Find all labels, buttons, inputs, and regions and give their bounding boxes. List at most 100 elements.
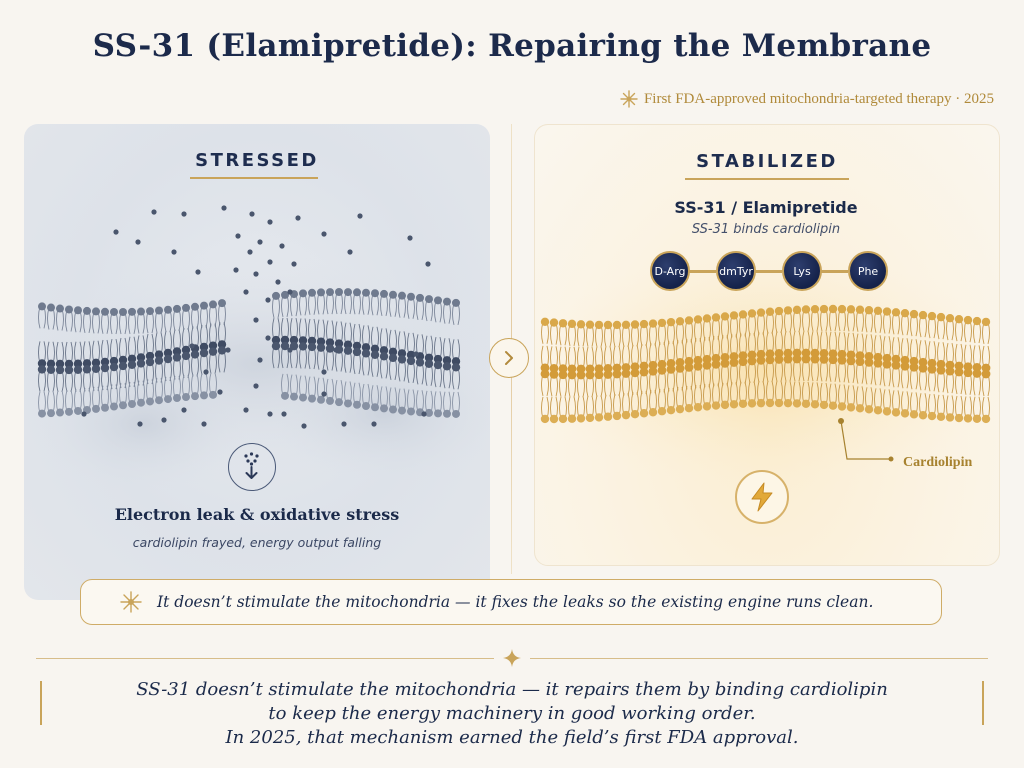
lipid-head	[729, 358, 739, 367]
electron-particle	[151, 209, 157, 215]
lipid-head	[576, 370, 586, 380]
electron-particle	[321, 391, 327, 397]
stabilized-underline	[685, 178, 849, 180]
lipid-head	[783, 354, 793, 364]
lipid-head	[127, 354, 137, 363]
lipid-head	[434, 296, 442, 305]
lipid-head	[585, 370, 595, 380]
lipid-head	[702, 314, 712, 323]
lipid-head	[47, 303, 55, 312]
lipid-head	[630, 368, 640, 378]
lipid-head	[316, 337, 326, 346]
lipid-head	[747, 356, 757, 366]
lipid-head	[397, 355, 407, 364]
electron-particle	[321, 231, 327, 237]
electron-particle	[243, 407, 249, 413]
lipid-head	[711, 313, 721, 322]
lipid-head	[936, 312, 946, 322]
lipid-head	[200, 391, 208, 400]
lipid-head	[172, 353, 182, 362]
lipid-head	[837, 355, 847, 365]
lipid-head	[109, 356, 119, 366]
electron-particle	[267, 259, 273, 265]
peptide-bond	[686, 270, 716, 273]
lipid-head	[362, 402, 370, 411]
electron-particle	[137, 421, 143, 427]
lipid-head	[927, 411, 937, 421]
lipid-head	[675, 317, 685, 326]
electron-particle	[243, 289, 249, 295]
electron-particle	[181, 407, 187, 413]
lipid-head	[298, 336, 308, 345]
lipid-head	[353, 400, 361, 409]
lipid-head	[326, 288, 334, 297]
lipid-head	[325, 344, 335, 353]
lipid-head	[271, 341, 281, 351]
lipid-head	[425, 408, 433, 417]
lipid-head	[380, 404, 388, 413]
lipid-head	[675, 363, 685, 373]
lipid-head	[272, 291, 280, 300]
lipid-head	[100, 357, 110, 367]
lipid-head	[963, 368, 973, 378]
lipid-head	[891, 408, 901, 417]
electron-particle	[217, 389, 223, 395]
lipid-head	[407, 292, 415, 301]
lipid-head	[289, 335, 299, 345]
lipid-head	[379, 346, 389, 355]
footer-rule-right	[530, 658, 988, 659]
lipid-head	[783, 306, 793, 315]
lipid-head	[65, 305, 73, 314]
peptide-bond	[752, 270, 782, 273]
lipid-head	[540, 414, 550, 424]
stress-subcaption: cardiolipin frayed, energy output fallin…	[132, 535, 382, 550]
electron-particle	[135, 239, 141, 245]
lipid-head	[828, 304, 838, 314]
lipid-head	[612, 411, 622, 421]
summary-line-2: to keep the energy machinery in good wor…	[268, 703, 756, 724]
lipid-head	[657, 365, 667, 375]
lipid-head	[56, 408, 64, 417]
lipid-head	[308, 288, 316, 297]
electron-particle	[221, 205, 227, 211]
lipid-head	[55, 359, 65, 369]
lipid-head	[425, 295, 433, 304]
lightning-bolt-icon	[735, 470, 789, 524]
lipid-head	[882, 307, 892, 316]
lipid-head	[73, 365, 83, 374]
star-ornament-icon	[503, 649, 521, 667]
electron-leak-icon	[228, 443, 276, 491]
lipid-head	[549, 369, 559, 379]
lipid-head	[765, 355, 775, 365]
lipid-head	[380, 289, 388, 298]
lipid-head	[37, 365, 47, 374]
lipid-head	[594, 413, 604, 422]
electron-particle	[189, 343, 195, 349]
lipid-head	[801, 354, 811, 364]
lipid-head	[452, 409, 460, 418]
lipid-head	[738, 399, 748, 408]
lipid-head	[137, 307, 145, 316]
lipid-head	[299, 289, 307, 298]
lipid-head	[891, 308, 901, 317]
lipid-head	[648, 408, 658, 417]
lipid-head	[172, 347, 182, 356]
lipid-head	[945, 366, 955, 376]
lipid-head	[388, 353, 398, 363]
lipid-head	[918, 363, 928, 373]
lipid-head	[398, 406, 406, 415]
lipid-head	[199, 348, 209, 358]
summary-line-3: In 2025, that mechanism earned the field…	[225, 727, 799, 748]
lipid-head	[972, 369, 982, 378]
lipid-head	[882, 407, 892, 416]
electron-particle	[265, 297, 271, 303]
lipid-head	[101, 307, 109, 316]
electron-particle	[267, 411, 273, 417]
lipid-head	[594, 370, 604, 380]
lipid-head	[918, 411, 928, 420]
lipid-head	[181, 351, 191, 361]
lipid-head	[451, 363, 461, 372]
lipid-head	[352, 347, 362, 357]
lipid-head	[648, 319, 658, 328]
lipid-head	[136, 359, 146, 368]
